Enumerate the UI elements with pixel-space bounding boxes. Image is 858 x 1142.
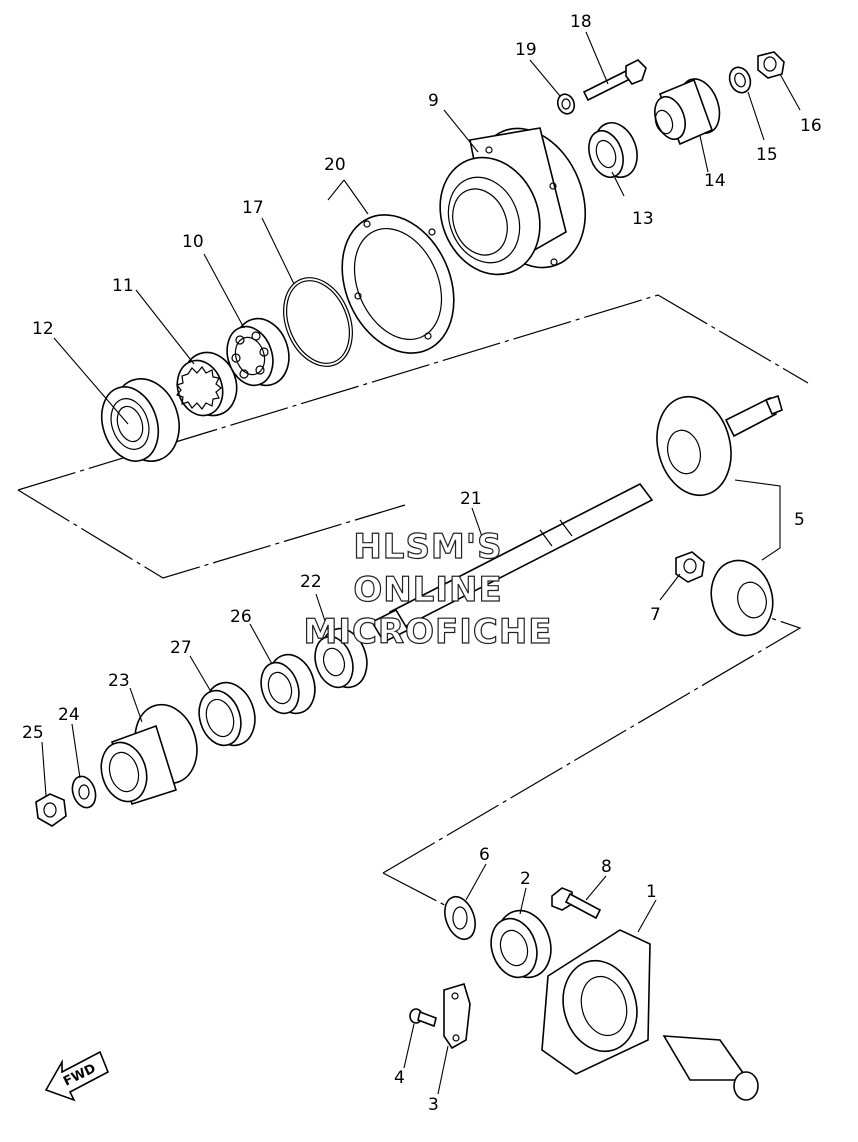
part-23-yoke xyxy=(100,703,198,806)
part-18-bolt xyxy=(582,59,647,102)
part-27-oil-seal xyxy=(198,681,256,747)
label-part-15: 15 xyxy=(756,145,778,165)
part-26-collar xyxy=(260,653,316,715)
label-part-26: 26 xyxy=(230,607,252,627)
assembly-boundary-lower xyxy=(382,614,802,914)
part-1-bearing-housing xyxy=(541,929,759,1101)
label-part-13: 13 xyxy=(632,209,654,229)
part-4-screw xyxy=(409,1008,437,1028)
part-9-housing xyxy=(439,127,587,276)
part-19-washer xyxy=(556,93,576,115)
label-part-12: 12 xyxy=(32,319,54,339)
label-part-10: 10 xyxy=(182,232,204,252)
label-part-11: 11 xyxy=(112,276,134,296)
part-5-driven-gear xyxy=(710,559,774,637)
label-part-24: 24 xyxy=(58,705,80,725)
part-13-oil-seal xyxy=(588,122,638,179)
label-part-9: 9 xyxy=(428,91,439,111)
part-8-bolt xyxy=(551,887,602,920)
part-14-coupling xyxy=(654,78,721,146)
part-22-bearing xyxy=(314,627,368,689)
part-12-bearing xyxy=(100,378,180,462)
label-part-19: 19 xyxy=(515,40,537,60)
label-part-3: 3 xyxy=(428,1095,439,1115)
part-labels: 1 2 3 4 5 6 7 8 9 10 11 12 13 14 15 16 1… xyxy=(22,12,822,1115)
label-part-25: 25 xyxy=(22,723,44,743)
part-11-splined-collar xyxy=(175,351,238,417)
part-15-washer xyxy=(728,66,752,94)
label-part-21: 21 xyxy=(460,489,482,509)
label-part-8: 8 xyxy=(601,857,612,877)
watermark-line-2: ONLINE xyxy=(353,570,502,610)
label-part-20: 20 xyxy=(324,155,346,175)
label-part-18: 18 xyxy=(570,12,592,32)
leader-lines xyxy=(41,31,801,1095)
part-3-lock-plate xyxy=(443,983,471,1050)
part-6-shim xyxy=(444,895,476,941)
part-25-nut xyxy=(35,793,67,827)
watermark-line-1: HLSM'S xyxy=(353,527,502,567)
label-part-4: 4 xyxy=(394,1068,405,1088)
part-10-ball-bearing xyxy=(226,317,290,387)
label-part-5: 5 xyxy=(794,510,805,530)
part-5-drive-gear xyxy=(656,394,783,497)
part-16-flange-nut xyxy=(757,51,785,79)
assembly-boundary-upper xyxy=(17,294,809,579)
label-part-22: 22 xyxy=(300,572,322,592)
label-part-1: 1 xyxy=(646,882,657,902)
part-7-flange-nut xyxy=(675,551,705,583)
label-part-14: 14 xyxy=(704,171,726,191)
part-2-bearing xyxy=(490,909,552,979)
watermark-line-3: MICROFICHE xyxy=(303,612,552,652)
part-17-o-ring xyxy=(283,277,353,367)
part-5-bracket-line xyxy=(734,479,781,561)
label-part-16: 16 xyxy=(800,116,822,136)
label-part-27: 27 xyxy=(170,638,192,658)
watermark: HLSM'S ONLINE MICROFICHE xyxy=(303,526,552,652)
label-part-17: 17 xyxy=(242,198,264,218)
label-part-2: 2 xyxy=(520,869,531,889)
label-part-6: 6 xyxy=(479,845,490,865)
fwd-direction-arrow: FWD xyxy=(44,1050,110,1102)
label-part-7: 7 xyxy=(650,605,661,625)
part-20-gasket xyxy=(341,214,455,354)
part-21-drive-shaft xyxy=(370,482,654,644)
label-part-23: 23 xyxy=(108,671,130,691)
part-24-washer xyxy=(71,775,97,809)
